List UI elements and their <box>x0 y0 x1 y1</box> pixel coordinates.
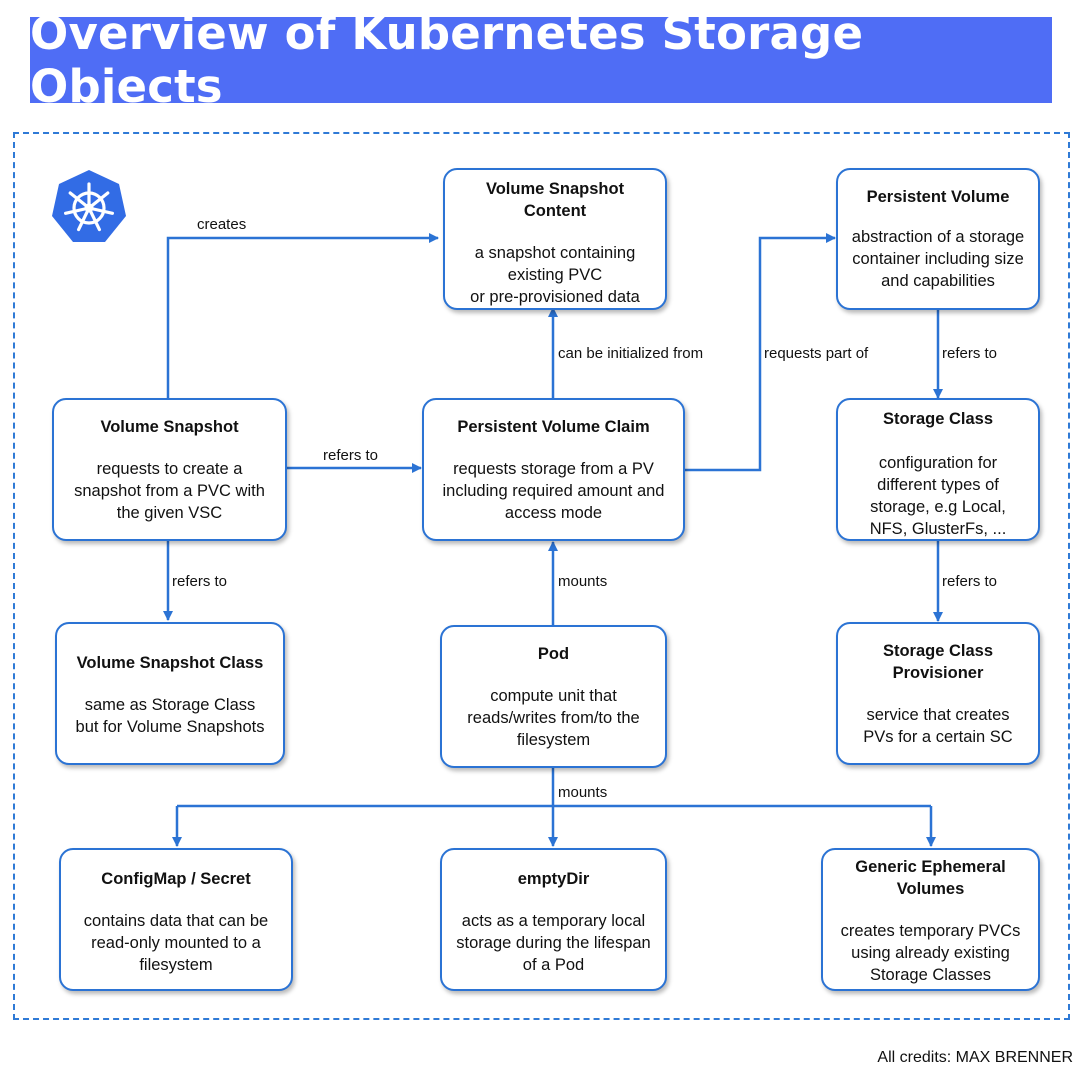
node-storage-class-provisioner: Storage Class Provisioner service that c… <box>836 622 1040 765</box>
edge-label-pv-refers-to: refers to <box>942 345 998 362</box>
node-title: Volume Snapshot Content <box>485 180 625 220</box>
edge-label-pod-mounts-volumes: mounts <box>558 784 608 801</box>
node-volume-snapshot: Volume Snapshot requests to create a sna… <box>52 398 287 541</box>
node-description: creates temporary PVCs using already exi… <box>840 922 1021 984</box>
title-banner: Overview of Kubernetes Storage Objects <box>30 7 1052 113</box>
node-description: requests storage from a PV including req… <box>442 460 665 522</box>
node-title: Pod <box>537 645 570 663</box>
credits-text: All credits: MAX BRENNER <box>877 1049 1073 1066</box>
diagram-frame <box>13 132 1070 1020</box>
edge-label-creates: creates <box>197 216 247 233</box>
node-description: configuration for different types of sto… <box>869 454 1007 538</box>
node-configmap-secret: ConfigMap / Secret contains data that ca… <box>59 848 293 991</box>
node-generic-ephemeral-volumes: Generic Ephemeral Volumes creates tempor… <box>821 848 1040 991</box>
node-description: service that creates PVs for a certain S… <box>863 706 1013 746</box>
node-description: compute unit that reads/writes from/to t… <box>467 687 640 749</box>
node-volume-snapshot-content: Volume Snapshot Content a snapshot conta… <box>443 168 667 310</box>
node-title: Storage Class Provisioner <box>882 642 994 682</box>
node-description: same as Storage Class but for Volume Sna… <box>75 696 265 736</box>
node-volume-snapshot-class: Volume Snapshot Class same as Storage Cl… <box>55 622 285 765</box>
node-title: Persistent Volume <box>866 188 1010 206</box>
node-title: Generic Ephemeral Volumes <box>855 858 1006 898</box>
edge-pvc-requests-pv <box>684 233 836 472</box>
node-emptydir: emptyDir acts as a temporary local stora… <box>440 848 667 991</box>
edge-vs-creates-vsc <box>166 233 439 400</box>
edge-label-vs-refers-to-pvc: refers to <box>323 447 379 464</box>
node-description: requests to create a snapshot from a PVC… <box>74 460 265 522</box>
node-title: Volume Snapshot <box>100 418 239 436</box>
node-title: emptyDir <box>517 870 590 888</box>
node-storage-class: Storage Class configuration for differen… <box>836 398 1040 541</box>
node-pod: Pod compute unit that reads/writes from/… <box>440 625 667 768</box>
node-title: Persistent Volume Claim <box>457 418 650 436</box>
node-description: contains data that can be read-only moun… <box>83 912 269 974</box>
node-title: ConfigMap / Secret <box>101 870 251 888</box>
node-title: Storage Class <box>882 410 994 428</box>
kubernetes-logo-icon <box>52 170 126 242</box>
edge-label-vs-refers-to-class: refers to <box>172 573 228 590</box>
node-title: Volume Snapshot Class <box>76 654 264 672</box>
page-title: Overview of Kubernetes Storage Objects <box>30 7 864 113</box>
edge-label-pod-mounts-pvc: mounts <box>558 573 608 590</box>
node-description: abstraction of a storage container inclu… <box>851 228 1025 290</box>
node-persistent-volume-claim: Persistent Volume Claim requests storage… <box>422 398 685 541</box>
node-description: a snapshot containing existing PVC or pr… <box>470 244 640 306</box>
edge-label-can-be-initialized-from: can be initialized from <box>558 345 704 362</box>
edge-label-requests-part-of: requests part of <box>764 345 869 362</box>
edge-label-sc-refers-to: refers to <box>942 573 998 590</box>
node-persistent-volume: Persistent Volume abstraction of a stora… <box>836 168 1040 310</box>
node-description: acts as a temporary local storage during… <box>456 912 651 974</box>
